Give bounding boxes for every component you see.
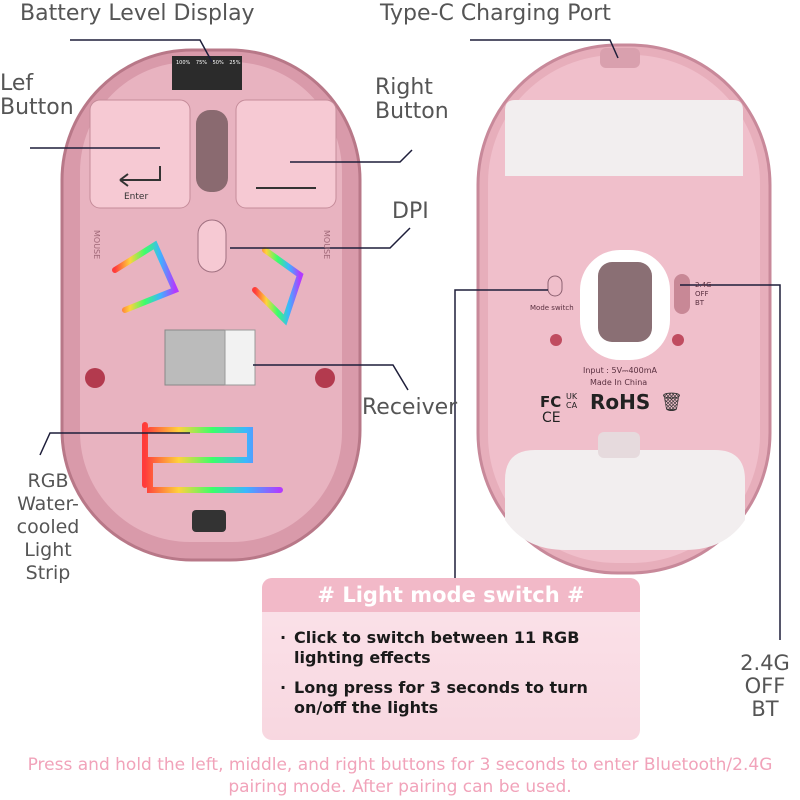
info-bullet: · Long press for 3 seconds to turn on/of…	[280, 678, 624, 718]
side-text-right: MOUSE	[322, 230, 331, 260]
label-line: Button	[0, 95, 74, 120]
mouse-top-view	[60, 48, 362, 562]
enter-key-label: Enter	[124, 192, 149, 202]
label-left-button: Lef Button	[0, 72, 74, 120]
weee-bin-icon: 🗑	[660, 392, 683, 413]
battery-level: 100%	[176, 60, 191, 66]
label-battery-level: Battery Level Display	[20, 1, 255, 26]
switch-position: OFF	[695, 290, 709, 298]
label-line: Button	[375, 99, 449, 124]
right-button	[235, 99, 337, 209]
label-receiver: Receiver	[362, 395, 458, 420]
battery-level: 75%	[195, 60, 208, 66]
mode-switch-label: Mode switch	[530, 304, 574, 312]
switch-position: BT	[695, 299, 705, 307]
switch-position: 2.4G	[695, 281, 712, 289]
label-line: Lef	[0, 71, 34, 96]
typec-port	[600, 48, 640, 68]
label-right-button: Right Button	[375, 76, 449, 124]
cert-ukca: UK CA	[566, 392, 578, 410]
cert-fc: FC	[540, 393, 562, 411]
mouse-bottom-view	[476, 43, 772, 575]
battery-levels: 100% 75% 50% 25%	[176, 60, 240, 66]
dpi-button	[197, 219, 227, 273]
bullet-icon: ·	[280, 628, 287, 647]
label-typec-port: Type-C Charging Port	[380, 1, 611, 26]
battery-display	[172, 56, 242, 90]
label-rgb-strip: RGB Water- cooled Light Strip	[8, 470, 88, 585]
bullet-text: Long press for 3 seconds to turn on/off …	[294, 678, 588, 717]
info-bullet: · Click to switch between 11 RGB lightin…	[280, 628, 624, 668]
input-rating: Input : 5V⎓400mA	[583, 366, 657, 375]
scroll-wheel	[196, 110, 228, 192]
switch-positions: 2.4G OFF BT	[695, 281, 712, 308]
label-line: cooled	[16, 516, 80, 538]
cert-rohs: RoHS	[590, 390, 651, 414]
label-dpi: DPI	[392, 199, 429, 224]
left-button	[89, 99, 191, 209]
usb-receiver	[164, 329, 226, 386]
side-text-left: MOUSE	[92, 230, 101, 260]
bullet-text: Click to switch between 11 RGB lighting …	[294, 628, 580, 667]
label-line: Right	[375, 75, 433, 100]
cert-ce: CE	[542, 410, 561, 426]
battery-level: 50%	[212, 60, 224, 66]
battery-level: 25%	[229, 60, 241, 66]
light-mode-info-box: # Light mode switch # · Click to switch …	[262, 578, 640, 740]
label-line: OFF	[744, 674, 786, 698]
label-line: Light	[24, 539, 72, 561]
bullet-icon: ·	[280, 678, 287, 697]
made-in: Made In China	[590, 378, 648, 387]
label-line: Strip	[25, 562, 71, 584]
label-line: Water-	[17, 493, 79, 515]
leader-lines	[30, 39, 781, 640]
info-title: # Light mode switch #	[262, 578, 640, 612]
label-mode-switch-positions: 2.4G OFF BT	[735, 652, 795, 721]
label-line: RGB	[27, 470, 69, 492]
label-line: BT	[751, 697, 779, 721]
label-line: 2.4G	[740, 651, 790, 675]
pairing-instructions: Press and hold the left, middle, and rig…	[27, 755, 773, 797]
